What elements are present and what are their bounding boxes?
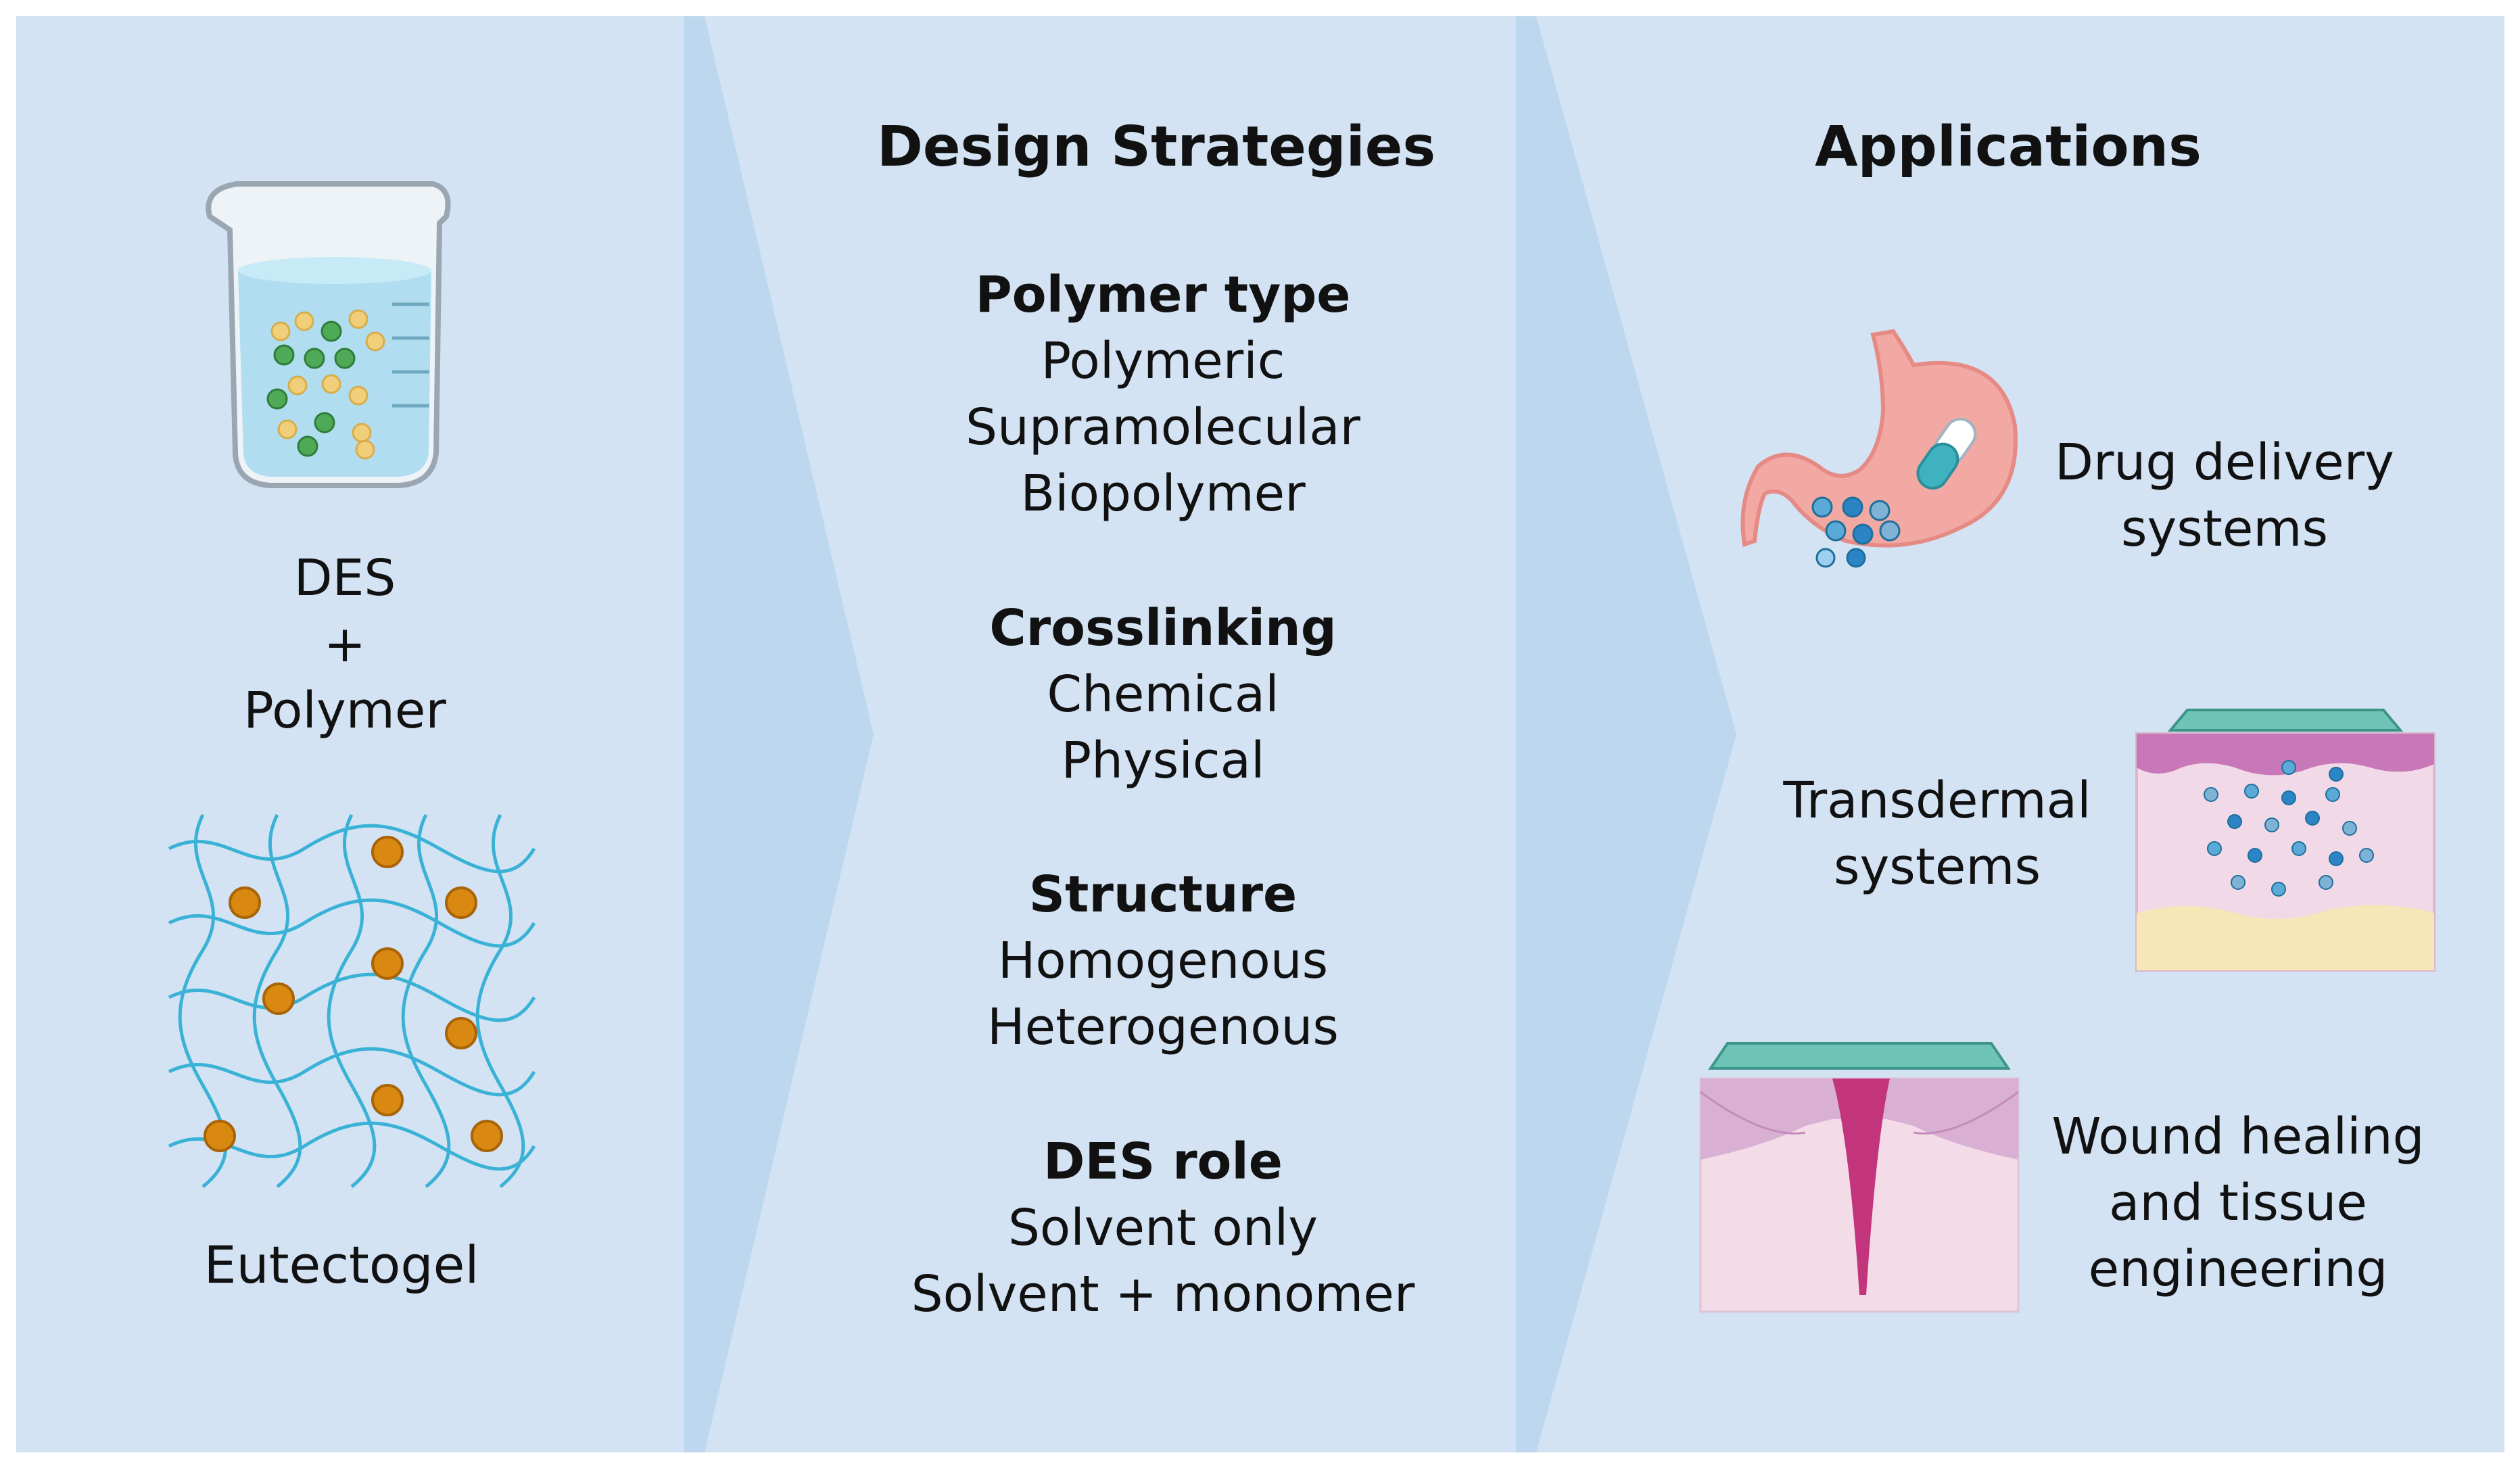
polymer-type-heading: Polymer type <box>975 266 1351 324</box>
applications-title: Applications <box>1815 115 2202 179</box>
wound-healing-label: Wound healing and tissue engineering <box>2042 1104 2434 1302</box>
design-strategies-title: Design Strategies <box>876 115 1436 179</box>
skin-patch-icon <box>2135 709 2435 972</box>
eutectogel-network-icon <box>168 813 536 1188</box>
structure-group: Structure Homogenous Heterogenous <box>899 861 1427 1060</box>
crosslinking-item: Chemical <box>1047 665 1279 724</box>
polymer-type-item: Biopolymer <box>1020 465 1306 523</box>
des-role-item: Solvent + monomer <box>911 1265 1415 1323</box>
structure-item: Heterogenous <box>987 998 1339 1056</box>
transdermal-line: Transdermal <box>1783 772 2091 830</box>
eutectogel-label: Eutectogel <box>204 1235 479 1295</box>
beaker-icon <box>206 181 451 488</box>
transdermal-label: Transdermal systems <box>1765 767 2110 900</box>
des-role-group: DES role Solvent only Solvent + monomer <box>899 1129 1427 1327</box>
wound-healing-line: and tissue <box>2109 1174 2367 1232</box>
wound-healing-line: Wound healing <box>2051 1108 2425 1166</box>
structure-item: Homogenous <box>997 932 1329 990</box>
drug-delivery-line: systems <box>2120 500 2329 558</box>
des-role-heading: DES role <box>1043 1133 1283 1191</box>
des-polymer-label: DES + Polymer <box>203 545 487 744</box>
stomach-capsule-icon <box>1740 329 2018 568</box>
structure-heading: Structure <box>1028 866 1298 924</box>
polymer-type-item: Polymeric <box>1041 332 1285 390</box>
drug-delivery-label: Drug delivery systems <box>2049 429 2400 562</box>
chevron-1 <box>684 16 874 1452</box>
wound-healing-line: engineering <box>2088 1240 2388 1298</box>
crosslinking-item: Physical <box>1061 732 1265 790</box>
polymer-type-group: Polymer type Polymeric Supramolecular Bi… <box>899 262 1427 527</box>
crosslinking-group: Crosslinking Chemical Physical <box>899 595 1427 794</box>
transdermal-line: systems <box>1833 838 2041 896</box>
wound-dressing-icon <box>1699 1042 2020 1313</box>
crosslinking-heading: Crosslinking <box>989 599 1337 657</box>
drug-delivery-line: Drug delivery <box>2055 433 2394 492</box>
plus-label: + <box>323 615 366 673</box>
des-role-item: Solvent only <box>1007 1199 1318 1257</box>
des-label: DES <box>293 549 396 607</box>
chevron-2 <box>1516 16 1736 1452</box>
polymer-label: Polymer <box>243 682 446 740</box>
polymer-type-item: Supramolecular <box>966 398 1360 456</box>
